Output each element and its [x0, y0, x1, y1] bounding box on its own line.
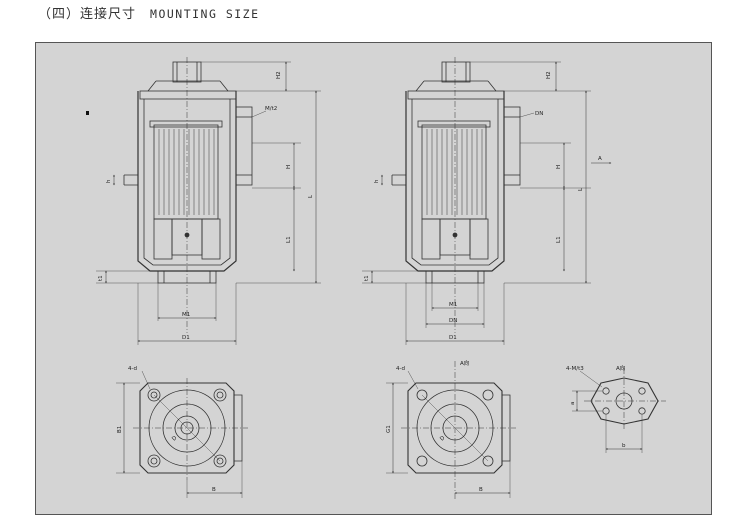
dim-B-label-middle: B — [479, 487, 483, 493]
flange-labels: 4-M/t3 A向 a b — [566, 364, 626, 449]
dim-h-label-right: h — [374, 179, 380, 183]
dim-M1-label: M1 — [182, 312, 190, 318]
left-section-view — [96, 57, 321, 345]
bottom-middle-labels: 4-d A向 G1 B D — [386, 359, 483, 493]
drawing-frame: H2 M/t2 H h L L1 t1 M1 D1 — [35, 42, 712, 515]
dim-L1-label-right: L1 — [556, 236, 562, 243]
dim-DN-label: DN — [535, 111, 543, 117]
dim-L-label-right: L — [578, 187, 584, 191]
dim-H-label-right: H — [556, 165, 562, 169]
bottom-left-plan-view — [116, 370, 248, 498]
flange-outline — [590, 377, 659, 425]
left-plan-outline — [139, 382, 235, 474]
dim-DN-bottom-label: DN — [449, 318, 457, 324]
dim-t1-label: t1 — [98, 275, 104, 281]
flange-view — [572, 368, 666, 453]
right-view-labels: H2 DN H h A L L1 t1 M1 DN D1 — [364, 71, 602, 341]
dim-L1-label: L1 — [286, 236, 292, 243]
registration-mark — [86, 111, 89, 115]
dim-A-label: A — [598, 156, 602, 162]
bottom-left-labels: 4-d B1 B D — [117, 366, 216, 493]
right-side-outlet — [503, 106, 521, 186]
dim-D1-label: D1 — [182, 335, 190, 341]
dim-b-label: b — [622, 443, 626, 449]
dim-D-label: D — [171, 435, 178, 442]
dim-h-label: h — [106, 179, 112, 183]
dim-4Mt3-label: 4-M/t3 — [566, 366, 584, 372]
middle-plan-outline — [407, 382, 503, 474]
right-section-view — [362, 57, 612, 345]
dim-thread-label: M/t2 — [265, 106, 277, 112]
view-A-label-middle: A向 — [460, 359, 469, 367]
view-A-label-flange: A向 — [616, 364, 625, 372]
mounting-drawing: H2 M/t2 H h L L1 t1 M1 D1 — [86, 57, 666, 501]
dim-B1-label: B1 — [117, 426, 123, 433]
dim-H-label: H — [286, 165, 292, 169]
left-side-outlet — [235, 106, 253, 186]
section-title-cn: （四）连接尺寸 — [38, 7, 137, 22]
bottom-middle-plan-view — [386, 361, 516, 501]
dim-B-label: B — [212, 487, 216, 493]
dim-L-label: L — [308, 194, 314, 198]
dim-H2-label-right: H2 — [546, 71, 552, 79]
dim-t1-label-right: t1 — [364, 275, 370, 281]
dim-4d-label: 4-d — [128, 366, 137, 372]
dim-G1-label: G1 — [386, 425, 392, 433]
right-head-cap — [441, 61, 471, 83]
left-view-labels: H2 M/t2 H h L L1 t1 M1 D1 — [98, 71, 314, 341]
dim-a-label: a — [570, 402, 576, 405]
left-filter-element — [153, 124, 219, 220]
dim-D-label-middle: D — [439, 435, 446, 442]
right-filter-element — [421, 124, 487, 220]
dim-D1-label-right: D1 — [449, 335, 457, 341]
dim-M1-label-right: M1 — [449, 302, 457, 308]
section-title-en: MOUNTING SIZE — [150, 7, 260, 21]
dim-4d-label-middle: 4-d — [396, 366, 405, 372]
page-header: （四）连接尺寸 MOUNTING SIZE — [38, 3, 260, 22]
dim-H2-label: H2 — [276, 71, 282, 79]
